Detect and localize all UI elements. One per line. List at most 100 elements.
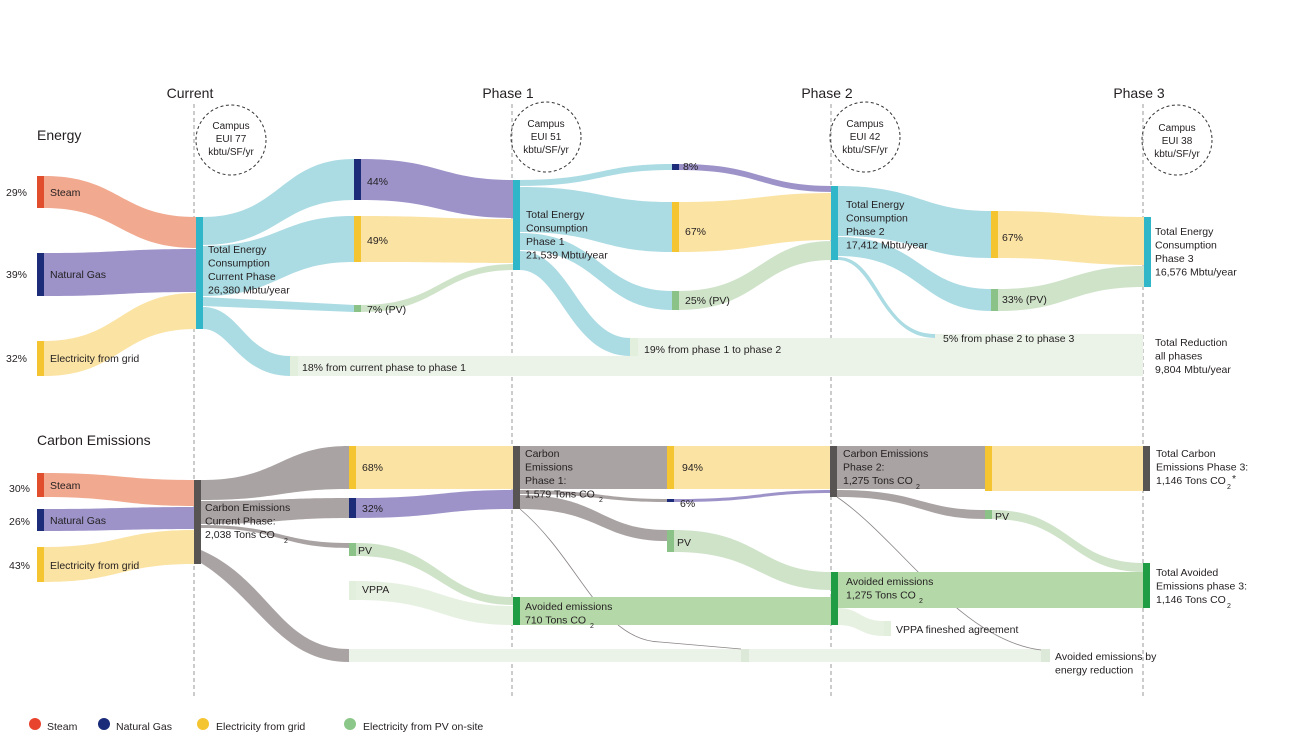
reduction-label-19: 19% from phase 1 to phase 2 [644, 344, 781, 356]
eui-line: EUI 38 [1162, 136, 1193, 147]
text-line: Carbon Emissions [843, 448, 928, 460]
text-line: Total Energy [208, 244, 267, 256]
c-flow-p1-to-6 [520, 490, 667, 502]
text-line: Emissions phase 3: [1156, 581, 1247, 593]
c-flow-steam [44, 473, 194, 506]
node-natural-gas [37, 253, 44, 296]
avoided-reduction-label: Avoided emissions by energy reduction [1055, 651, 1159, 677]
eui-line: kbtu/SF/yr [842, 145, 888, 156]
text-line: 17,412 Mbtu/year [846, 240, 928, 252]
c-node-32 [349, 498, 356, 518]
carbon-label-steam: Steam [50, 480, 81, 492]
energy-total-current: Total Energy Consumption Current Phase 2… [208, 244, 290, 297]
bar-avoided-reduction-mid [741, 649, 749, 662]
energy-pct-steam: 29% [6, 187, 27, 199]
bar-reduction-18 [290, 356, 298, 376]
legend-label-steam: Steam [47, 721, 78, 733]
carbon-mix-32: 32% [362, 503, 383, 515]
energy-pct-grid: 32% [6, 353, 27, 365]
c-node-avoided3 [1143, 563, 1150, 608]
c-flow-p1-to-94 [520, 446, 667, 489]
c-node-94 [667, 446, 674, 489]
carbon-pct-gas: 26% [9, 516, 30, 528]
flow-total-to-gas-44 [203, 159, 354, 245]
energy-mix-grid-67: 67% [685, 226, 706, 238]
avoided-label-1: Avoided emissions 710 Tons CO [525, 601, 615, 627]
carbon-sub: 2 [1227, 603, 1231, 610]
carbon-label-gas: Natural Gas [50, 515, 106, 527]
eui-badge-phase3: Campus EUI 38 kbtu/SF/yr [1141, 104, 1213, 176]
flow-total-to-reduction-18 [203, 307, 290, 376]
text-line: 710 Tons CO [525, 615, 586, 627]
c-node-total-phase2 [830, 446, 837, 497]
node-gas-8 [672, 164, 679, 170]
carbon-sub: 2 [590, 623, 594, 630]
energy-total-phase1: Total Energy Consumption Phase 1 21,539 … [526, 209, 608, 262]
phase-title-phase2: Phase 2 [801, 85, 853, 101]
flow-total-to-pv-7 [203, 297, 354, 312]
legend-label-natural-gas: Natural Gas [116, 721, 172, 733]
energy-mix-grid-67-p3: 67% [1002, 232, 1023, 244]
band-avoided1 [519, 597, 831, 625]
c-flow-total-to-68 [201, 446, 349, 500]
carbon-sub: 2 [916, 484, 920, 491]
flow-grid-to-total [44, 293, 196, 376]
carbon-sub: 2 [1227, 484, 1231, 491]
flow-gas8-to-phase2 [679, 164, 832, 192]
flow-phase2-to-pv-33 [838, 237, 991, 311]
node-steam [37, 176, 44, 208]
text-line: Current Phase [208, 271, 276, 283]
band-reduction-18 [290, 356, 1143, 376]
legend-dot-natural-gas [98, 718, 110, 730]
eui-line: EUI 77 [216, 134, 247, 145]
energy-label-grid: Electricity from grid [50, 353, 139, 365]
text-line: Phase 2 [846, 226, 885, 238]
text-line: 16,576 Mbtu/year [1155, 267, 1237, 279]
eui-line: Campus [846, 119, 883, 130]
c-flow-p3-grid [992, 446, 1143, 491]
c-flow-pv-to-avoid1 [356, 543, 513, 605]
carbon-total-phase3: Total Carbon Emissions Phase 3: 1,146 To… [1156, 448, 1251, 487]
text-line: Avoided emissions [525, 601, 612, 613]
flow-phase1-to-reduction-19 [520, 251, 630, 356]
energy-label-steam: Steam [50, 187, 81, 199]
band-avoided-reduction [349, 649, 1041, 662]
text-line: Total Carbon [1156, 448, 1216, 460]
text-line: 1,146 Tons CO [1156, 594, 1226, 606]
text-line: Phase 1: [525, 475, 566, 487]
c-flow-p2-to-pv [837, 490, 985, 519]
energy-pct-gas: 39% [6, 269, 27, 281]
energy-total-phase2: Total Energy Consumption Phase 2 17,412 … [846, 199, 928, 252]
carbon-mix-pv: PV [358, 545, 372, 557]
text-line: Phase 2: [843, 462, 884, 474]
legend-dot-electricity-grid [197, 718, 209, 730]
flow-steam-to-total [44, 176, 196, 248]
avoided-label-2: Avoided emissions 1,275 Tons CO [846, 576, 936, 602]
energy-mix-gas-44: 44% [367, 176, 388, 188]
node-pv-7 [354, 305, 361, 312]
c-node-total-phase3 [1143, 446, 1150, 491]
text-line: 21,539 Mbtu/year [526, 250, 608, 262]
text-line: Current Phase: [205, 516, 276, 528]
text-line: Phase 1 [526, 236, 565, 248]
avoided-label-3: Total Avoided Emissions phase 3: 1,146 T… [1156, 567, 1250, 606]
bar-avoided-reduction-end [1041, 649, 1050, 662]
eui-line: EUI 42 [850, 132, 881, 143]
node-grid-49 [354, 216, 361, 262]
carbon-mix-94: 94% [682, 462, 703, 474]
reduction-label-18: 18% from current phase to phase 1 [302, 362, 466, 374]
text-line: Avoided emissions [846, 576, 933, 588]
energy-section-title: Energy [37, 127, 81, 143]
node-grid-67 [672, 202, 679, 252]
carbon-total-phase2: Carbon Emissions Phase 2: 1,275 Tons CO [843, 448, 931, 487]
eui-line: Campus [212, 121, 249, 132]
carbon-mix-vppa: VPPA [362, 584, 389, 596]
energy-flows [44, 159, 1144, 376]
c-flow-94-to-p2 [674, 446, 831, 489]
text-line: Total Energy [526, 209, 585, 221]
text-line: 9,804 Mbtu/year [1155, 364, 1231, 376]
node-total-phase2 [831, 186, 838, 260]
c-flow-p2-to-p3 [837, 446, 985, 489]
c-node-6 [667, 499, 674, 502]
carbon-sub: 2 [599, 497, 603, 504]
